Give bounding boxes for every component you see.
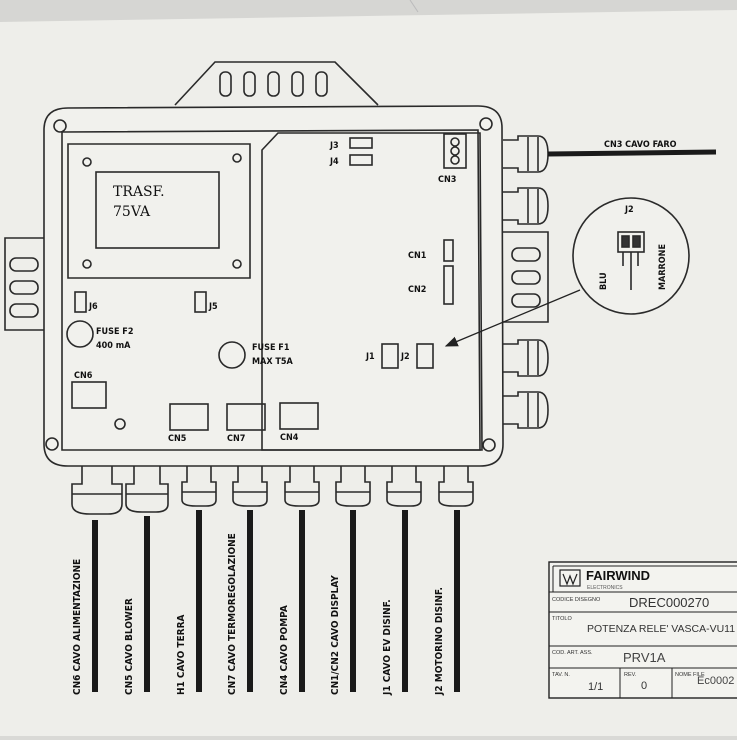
cn4-label: CN4 — [280, 433, 299, 443]
fuse-f2-label: FUSE F2 — [96, 327, 133, 337]
codice-value: DREC000270 — [629, 595, 709, 610]
cn3-label: CN3 — [438, 175, 456, 185]
cn5-label: CN5 — [168, 434, 187, 444]
j4-label: J4 — [329, 157, 339, 167]
cn7-label: CN7 — [227, 434, 245, 444]
left-bracket — [4, 237, 44, 331]
nome-file-label: NOME FILE — [675, 672, 705, 678]
fuse-f1 — [218, 341, 246, 369]
cable-label-cn6: CN6 CAVO ALIMENTAZIONE — [72, 559, 83, 695]
cable-label-j1: J1 CAVO EV DISINF. — [382, 599, 393, 696]
cn2-label: CN2 — [408, 285, 426, 295]
tav-label: TAV. N. — [552, 672, 570, 678]
fuse-f1-label: FUSE F1 — [252, 343, 290, 353]
rev-label: REV. — [624, 672, 637, 678]
j1-header — [381, 343, 399, 369]
title-block: FAIRWIND ELECTRONICS CODICE DISEGNO DREC… — [548, 561, 737, 699]
j6-label: J6 — [88, 302, 98, 312]
cn7-block — [226, 403, 266, 431]
transformer-label-2: 75VA — [113, 204, 151, 220]
top-bracket — [174, 61, 379, 106]
cn1-header — [443, 239, 454, 262]
detail-wire-marrone: MARRONE — [658, 244, 668, 290]
j2-header — [416, 343, 434, 369]
bottom-glands — [71, 466, 474, 515]
cod-art-label: COD. ART. ASS. — [552, 650, 593, 656]
j5-label: J5 — [208, 302, 218, 312]
cable-label-cn5: CN5 CAVO BLOWER — [124, 598, 135, 695]
cn4-block — [279, 402, 319, 430]
j3-header — [349, 137, 373, 149]
detail-wire-blu: BLU — [599, 272, 609, 290]
right-bracket — [502, 231, 549, 323]
cable-label-cn4: CN4 CAVO POMPA — [279, 605, 290, 695]
ground-symbol — [114, 418, 126, 430]
cable-label-cn7: CN7 CAVO TERMOREGOLAZIONE — [227, 533, 238, 695]
detail-title: J2 — [624, 205, 634, 215]
j5-header — [194, 291, 207, 313]
brand-name: FAIRWIND — [586, 568, 650, 583]
fuse-f1-rating: MAX T5A — [252, 357, 294, 367]
control-board — [261, 132, 483, 451]
j1-label: J1 — [365, 352, 375, 362]
cable-label-h1: H1 CAVO TERRA — [176, 614, 187, 695]
cn1-label: CN1 — [408, 251, 427, 261]
j3-label: J3 — [329, 141, 339, 151]
cod-art-value: PRV1A — [623, 650, 666, 665]
cn5-block — [169, 403, 209, 431]
cn6-block — [71, 381, 107, 409]
nome-file-value: Ec0002 — [697, 675, 734, 687]
j2-label: J2 — [400, 352, 410, 362]
brand-subtitle: ELECTRONICS — [587, 585, 623, 591]
titolo-value: POTENZA RELE' VASCA-VU11 — [587, 623, 735, 635]
cable-label-j2: J2 MOTORINO DISINF. — [434, 587, 445, 696]
transformer-label-1: TRASF. — [113, 184, 165, 200]
cn3-socket — [443, 133, 467, 169]
cn3-cable-label: CN3 CAVO FARO — [604, 140, 677, 150]
titolo-label: TITOLO — [552, 616, 572, 622]
tav-value: 1/1 — [588, 681, 603, 693]
j4-header — [349, 154, 373, 166]
j6-header — [74, 291, 87, 313]
cable-label-cn1-cn2: CN1/CN2 CAVO DISPLAY — [330, 575, 341, 695]
j2-leader-arrow — [444, 289, 581, 347]
codice-label: CODICE DISEGNO — [552, 597, 601, 603]
fuse-f2 — [66, 320, 94, 348]
cn6-label: CN6 — [74, 371, 93, 381]
enclosure-outline — [43, 105, 504, 467]
fuse-f2-rating: 400 mA — [96, 341, 131, 351]
fairwind-logo-icon — [559, 569, 581, 587]
cable-lines — [92, 149, 717, 692]
cn2-header — [443, 265, 454, 305]
rev-value: 0 — [641, 680, 647, 692]
transformer-block — [67, 143, 251, 279]
